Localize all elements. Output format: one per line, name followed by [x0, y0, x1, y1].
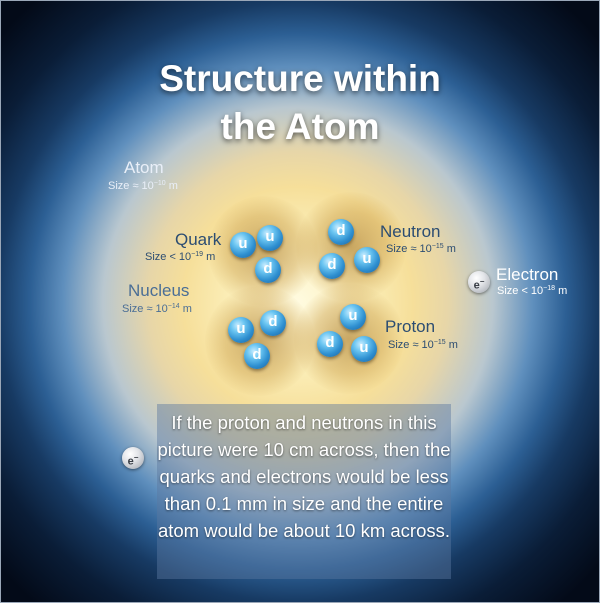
electron-label: Electron: [496, 265, 559, 284]
nucleus-size: Size ≈ 10−14 m: [122, 303, 192, 315]
nucleon-glow: [296, 192, 406, 302]
quark: u: [230, 232, 256, 258]
quark: d: [260, 310, 286, 336]
quark: d: [317, 331, 343, 357]
quark-label: Quark: [175, 230, 222, 249]
atom-label: Atom: [124, 158, 164, 177]
quark-size: Size < 10−19 m: [145, 251, 216, 263]
quark: u: [340, 304, 366, 330]
note-text: If the proton and neutrons in this pictu…: [157, 412, 451, 541]
quark: u: [257, 225, 283, 251]
quark: d: [244, 343, 270, 369]
nucleon-glow: [294, 284, 404, 394]
electron-icon: e−: [468, 271, 490, 293]
electron-size: Size < 10−18 m: [497, 285, 568, 297]
quark: d: [255, 257, 281, 283]
proton-label: Proton: [385, 317, 436, 336]
quark: u: [228, 317, 254, 343]
title-line-1: Structure within: [159, 58, 441, 99]
nucleus-label: Nucleus: [128, 281, 190, 300]
quark: u: [354, 247, 380, 273]
quark: d: [328, 219, 354, 245]
electron-icon: e−: [122, 447, 144, 469]
atom-size: Size ≈ 10−10 m: [108, 180, 178, 192]
neutron-size: Size ≈ 10−15 m: [386, 243, 456, 255]
neutron-label: Neutron: [380, 222, 441, 241]
title-line-2: the Atom: [220, 106, 380, 147]
proton-size: Size ≈ 10−15 m: [388, 339, 458, 351]
note-box: [157, 404, 451, 579]
quark: u: [351, 336, 377, 362]
quark: d: [319, 253, 345, 279]
